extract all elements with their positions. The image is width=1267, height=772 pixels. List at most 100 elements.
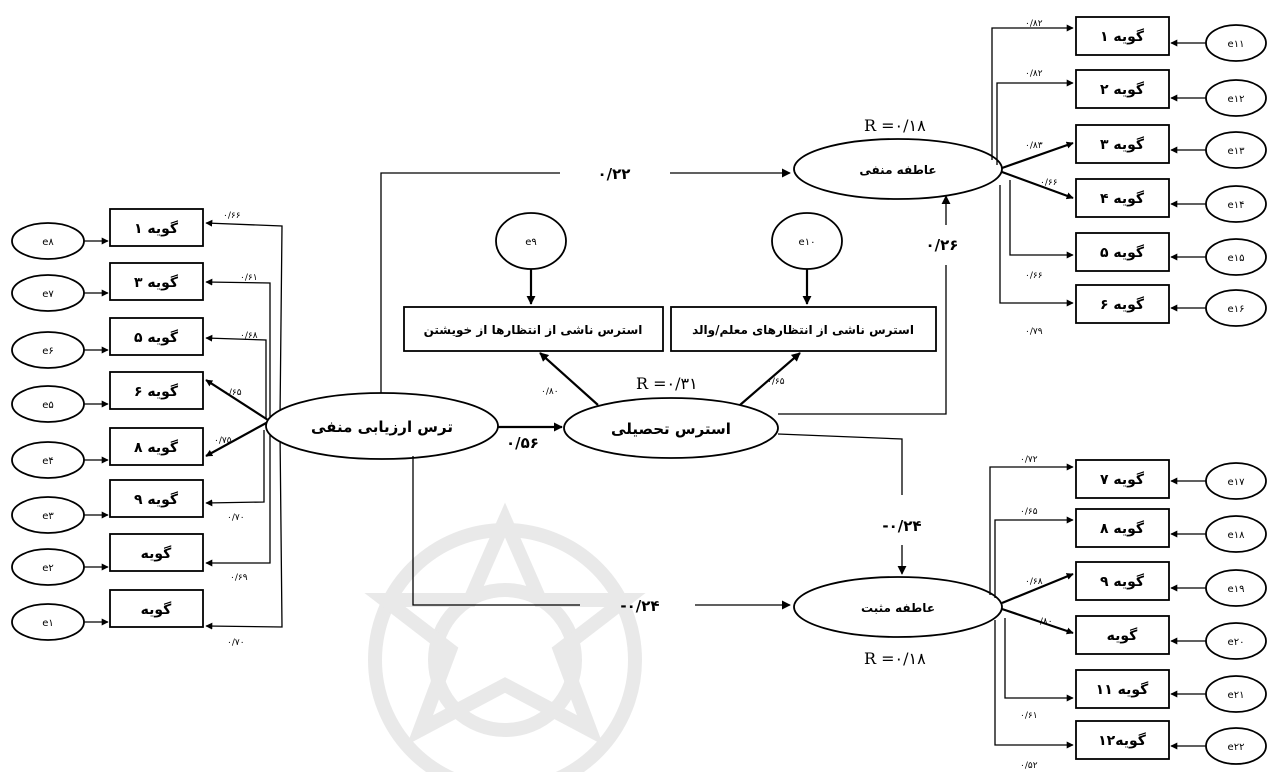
- item-box-left-5: [109, 427, 204, 466]
- error-e18-label: e۱۸: [1228, 530, 1246, 541]
- error-e10-label: e۱۰: [799, 237, 816, 248]
- item-box-top-right-1: [1075, 16, 1170, 56]
- loading-left-4: ۰/۶۵: [224, 388, 242, 398]
- loading-left-3: ۰/۶۸: [240, 331, 258, 341]
- r-squared-negative: R =۰/۱۸: [864, 116, 926, 135]
- item-box-left-7: [109, 533, 204, 572]
- error-e22: [1205, 727, 1267, 765]
- item-box-top-right-6: [1075, 284, 1170, 324]
- item-box-top-right-4: [1075, 178, 1170, 218]
- left-item-5: e۴ گویه ۸: [11, 427, 204, 479]
- error-e16: [1205, 289, 1267, 327]
- error-e4-label: e۴: [42, 456, 54, 467]
- left-loading-labels: ۰/۶۶ ۰/۶۱ ۰/۶۸ ۰/۶۵ ۰/۷۵ ۰/۷۰ ۰/۶۹ ۰/۷۰: [214, 211, 258, 648]
- error-e15-label: e۱۵: [1228, 253, 1245, 264]
- error-e21: [1205, 675, 1267, 713]
- item-box-left-6: [109, 479, 204, 518]
- box-teacher-parent-stress-label: استرس ناشی از انتظارهای معلم/والد: [692, 323, 914, 338]
- loading-left-8: ۰/۷۰: [227, 638, 245, 648]
- item-label-top-right-5: گویه ۵: [1100, 244, 1145, 261]
- loading-top-right-4: ۰/۶۶: [1040, 178, 1058, 188]
- path-fear-to-positive-a: [412, 456, 580, 606]
- error-e7-label: e۷: [42, 289, 54, 300]
- error-e22-label: e۲۲: [1228, 742, 1245, 753]
- item-label-left-4: گویه ۶: [134, 383, 179, 400]
- error-e12-label: e۱۲: [1228, 94, 1245, 105]
- error-e11-label: e۱۱: [1228, 39, 1245, 50]
- loading-left-1: ۰/۶۶: [223, 211, 241, 221]
- loading-bottom-right-6: ۰/۵۲: [1020, 761, 1038, 771]
- item-box-bottom-right-5: [1075, 669, 1170, 709]
- error-e19-label: e۱۹: [1228, 584, 1245, 595]
- bottom-right-indicators: گویه ۷ گویه ۸ گویه ۹ گویه گویه ۱۱ گویه۱۲…: [989, 455, 1267, 771]
- box-self-expectation-stress-label: استرس ناشی از انتظارها از خویشتن: [424, 323, 643, 338]
- latent-academic-stress-label: استرس تحصیلی: [611, 420, 731, 438]
- loading-bottom-right-4: ۰/۸۰: [1035, 617, 1053, 627]
- loading-teacher-parent: ۰/۶۵: [767, 377, 785, 387]
- loading-self-expectation: ۰/۸۰: [541, 387, 559, 397]
- loading-top-right-2: ۰/۸۲: [1025, 69, 1043, 79]
- error-e17-label: e۱۷: [1228, 477, 1246, 488]
- path-fear-to-positive-coef: -۰/۲۴: [620, 597, 659, 615]
- item-label-left-3: گویه ۵: [134, 329, 179, 346]
- error-e13: [1205, 131, 1267, 169]
- item-box-bottom-right-6: [1075, 720, 1170, 760]
- loading-bottom-right-3: ۰/۶۸: [1025, 577, 1043, 587]
- item-label-bottom-right-1: گویه ۷: [1100, 471, 1145, 488]
- item-box-bottom-right-4: [1075, 615, 1170, 655]
- latent-academic-stress: [563, 397, 779, 459]
- loading-bottom-right-2: ۰/۶۵: [1020, 507, 1038, 517]
- box-self-expectation-stress: [403, 306, 664, 352]
- loading-top-right-6: ۰/۷۹: [1025, 327, 1043, 337]
- loading-top-right-5: ۰/۶۶: [1025, 271, 1043, 281]
- error-e8-label: e۸: [42, 237, 54, 248]
- loading-left-5: ۰/۷۵: [214, 436, 232, 446]
- left-item-6: e۳ گویه ۹: [11, 479, 204, 534]
- error-e21-label: e۲۱: [1228, 690, 1245, 701]
- latent-positive-affect: [793, 576, 1003, 638]
- item-label-bottom-right-4: گویه: [1107, 627, 1139, 644]
- error-e15: [1205, 238, 1267, 276]
- latent-negative-affect-label: عاطفه منفی: [859, 163, 936, 177]
- left-item-3: e۶ گویه ۵: [11, 317, 204, 369]
- error-e1-label: e۱: [42, 618, 54, 629]
- loading-left-2: ۰/۶۱: [240, 273, 258, 283]
- loading-top-right-1: ۰/۸۲: [1025, 19, 1043, 29]
- error-e14: [1205, 185, 1267, 223]
- item-box-left-8: [109, 589, 204, 628]
- left-item-2: e۷ گویه ۳: [11, 262, 204, 312]
- error-e19: [1205, 569, 1267, 607]
- path-stress-to-positive-a: [777, 433, 903, 495]
- item-label-top-right-1: گویه ۱: [1100, 28, 1145, 45]
- left-loading-paths: [205, 219, 283, 630]
- latent-negative-evaluation-fear-label: ترس ارزیابی منفی: [311, 418, 453, 436]
- path-stress-to-self: [539, 352, 599, 406]
- path-stress-to-negative-coef: ۰/۲۶: [926, 236, 959, 254]
- left-item-8: e۱ گویه: [11, 589, 204, 641]
- error-e13-label: e۱۳: [1228, 146, 1246, 157]
- error-e16-label: e۱۶: [1228, 304, 1245, 315]
- item-label-left-7: گویه: [141, 545, 173, 562]
- latent-positive-affect-label: عاطفه مثبت: [861, 601, 935, 615]
- path-fear-to-negative-coef: ۰/۲۲: [598, 165, 631, 183]
- r-squared-stress: R =۰/۳۱: [636, 374, 698, 393]
- error-e2-label: e۲: [42, 563, 54, 574]
- item-box-left-4: [109, 371, 204, 410]
- error-e17: [1205, 462, 1267, 500]
- left-item-4: e۵ گویه ۶: [11, 371, 204, 423]
- item-box-left-1: [109, 208, 204, 247]
- loading-top-right-3: ۰/۸۳: [1025, 141, 1043, 151]
- loading-bottom-right-1: ۰/۷۲: [1020, 455, 1038, 465]
- error-e20: [1205, 622, 1267, 660]
- loading-bottom-right-5: ۰/۶۱: [1020, 711, 1038, 721]
- error-e11: [1205, 24, 1267, 62]
- error-e6-label: e۶: [42, 346, 54, 357]
- item-label-left-5: گویه ۸: [134, 439, 179, 456]
- path-fear-to-stress-coef: ۰/۵۶: [506, 434, 539, 452]
- top-right-indicators: گویه ۱ گویه ۲ گویه ۳ گویه ۴ گویه ۵ گویه …: [991, 16, 1267, 337]
- item-box-top-right-2: [1075, 69, 1170, 109]
- item-box-bottom-right-1: [1075, 459, 1170, 499]
- path-stress-to-positive-coef: -۰/۲۴: [882, 517, 921, 535]
- box-teacher-parent-stress: [670, 306, 937, 352]
- item-label-bottom-right-5: گویه ۱۱: [1096, 681, 1149, 698]
